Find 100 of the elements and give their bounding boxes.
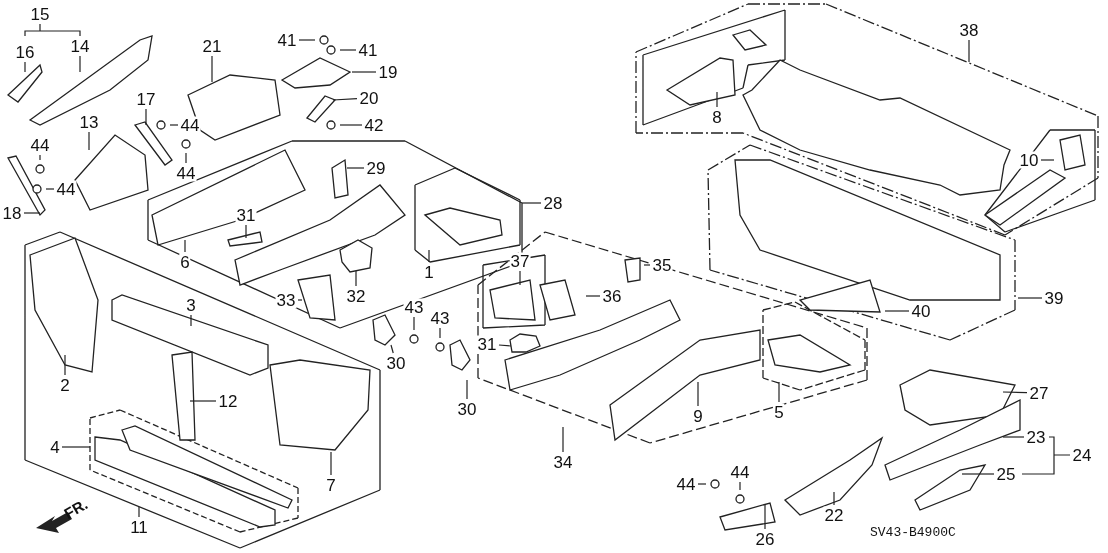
callout-number: 25 <box>995 465 1017 483</box>
callout-number: 14 <box>69 37 91 55</box>
callout-number: 2 <box>59 376 71 394</box>
direction-label: FR. <box>60 494 92 524</box>
callout-number: 44 <box>675 475 697 493</box>
callout-number: 6 <box>179 253 191 271</box>
leader-line <box>585 295 601 297</box>
callout-number: 44 <box>175 164 197 182</box>
callout-number: 17 <box>135 90 157 108</box>
leader-line <box>1040 159 1055 161</box>
callout-number: 18 <box>1 204 23 222</box>
callout-number: 38 <box>958 21 980 39</box>
callout-number: 10 <box>1018 151 1040 169</box>
callout-number: 11 <box>129 518 149 536</box>
leader-line <box>24 61 26 73</box>
leader-line <box>697 381 699 407</box>
leader-line <box>697 483 707 485</box>
leader-line <box>778 381 780 403</box>
leader-line <box>643 264 651 266</box>
leader-line <box>45 188 55 190</box>
leader-line <box>297 299 303 301</box>
leader-line <box>884 310 910 312</box>
callout-number: 21 <box>201 37 223 55</box>
callout-number: 5 <box>773 403 785 421</box>
callout-number: 33 <box>275 291 297 309</box>
leader-line <box>211 55 213 83</box>
leader-line <box>833 491 835 506</box>
callout-number: 3 <box>185 296 197 314</box>
callout-number: 36 <box>601 287 623 305</box>
leader-line <box>339 49 357 51</box>
leader-line <box>346 167 365 169</box>
leader-line <box>1002 391 1028 394</box>
callout-number: 12 <box>217 392 239 410</box>
callout-number: 44 <box>55 180 77 198</box>
leader-line <box>88 131 90 151</box>
leader-line <box>190 314 192 327</box>
callout-number: 27 <box>1028 384 1050 402</box>
callout-number: 43 <box>429 309 451 327</box>
leader-line <box>355 270 357 287</box>
callout-number: 40 <box>910 302 932 320</box>
leader-line <box>519 270 521 286</box>
callout-number: 34 <box>552 453 574 471</box>
leader-line <box>351 71 377 73</box>
callout-number: 16 <box>14 43 36 61</box>
leader-line <box>968 39 970 63</box>
leader-line <box>138 506 140 518</box>
leader-line <box>61 446 91 448</box>
leader-line <box>498 344 512 347</box>
callout-number: 44 <box>729 463 751 481</box>
leader-line <box>39 154 41 161</box>
callout-number: 30 <box>456 400 478 418</box>
callout-number: 23 <box>1025 428 1047 446</box>
callout-number: 31 <box>476 335 498 353</box>
leader-line <box>1002 436 1025 438</box>
leader-line <box>1017 297 1043 299</box>
callout-number: 20 <box>358 89 380 107</box>
leader-line <box>245 224 247 239</box>
callout-number: 4 <box>49 438 61 456</box>
diagram-code: SV43-B4900C <box>870 524 956 542</box>
leader-line <box>764 504 766 530</box>
callout-number: 44 <box>29 136 51 154</box>
leader-line <box>439 327 441 339</box>
callout-number: 41 <box>276 31 298 49</box>
leader-line <box>184 239 186 253</box>
leader-line <box>739 481 741 491</box>
callout-number: 43 <box>403 298 425 316</box>
callout-number: 32 <box>345 287 367 305</box>
leader-line <box>413 316 415 331</box>
callout-number: 1 <box>423 263 435 281</box>
callout-number: 44 <box>179 116 201 134</box>
callout-number: 15 <box>29 5 51 23</box>
callout-number: 31 <box>235 206 257 224</box>
callout-number: 28 <box>542 194 564 212</box>
leader-line <box>332 98 358 101</box>
callout-number: 39 <box>1043 289 1065 307</box>
callout-number: 22 <box>823 506 845 524</box>
callout-number: 41 <box>357 41 379 59</box>
leader-line <box>521 202 542 204</box>
leader-line <box>330 451 332 476</box>
leader-line <box>339 124 363 126</box>
callout-number: 37 <box>509 252 531 270</box>
callout-number: 9 <box>692 407 704 425</box>
callout-number: 29 <box>365 159 387 177</box>
leader-line <box>961 473 995 475</box>
callout-number: 30 <box>385 354 407 372</box>
callout-number: 24 <box>1071 446 1093 464</box>
callout-number: 19 <box>377 63 399 81</box>
callout-number: 8 <box>711 108 723 126</box>
callout-number: 26 <box>754 530 776 548</box>
leader-line <box>716 91 718 108</box>
callout-number: 42 <box>363 116 385 134</box>
leader-line <box>169 124 179 126</box>
leader-line <box>23 212 41 214</box>
leader-line <box>64 354 66 376</box>
leader-line <box>390 344 394 354</box>
callout-number: 7 <box>325 476 337 494</box>
leader-line <box>298 39 316 41</box>
leader-line <box>189 400 217 402</box>
callout-number: 35 <box>651 256 673 274</box>
leader-line <box>562 426 564 453</box>
